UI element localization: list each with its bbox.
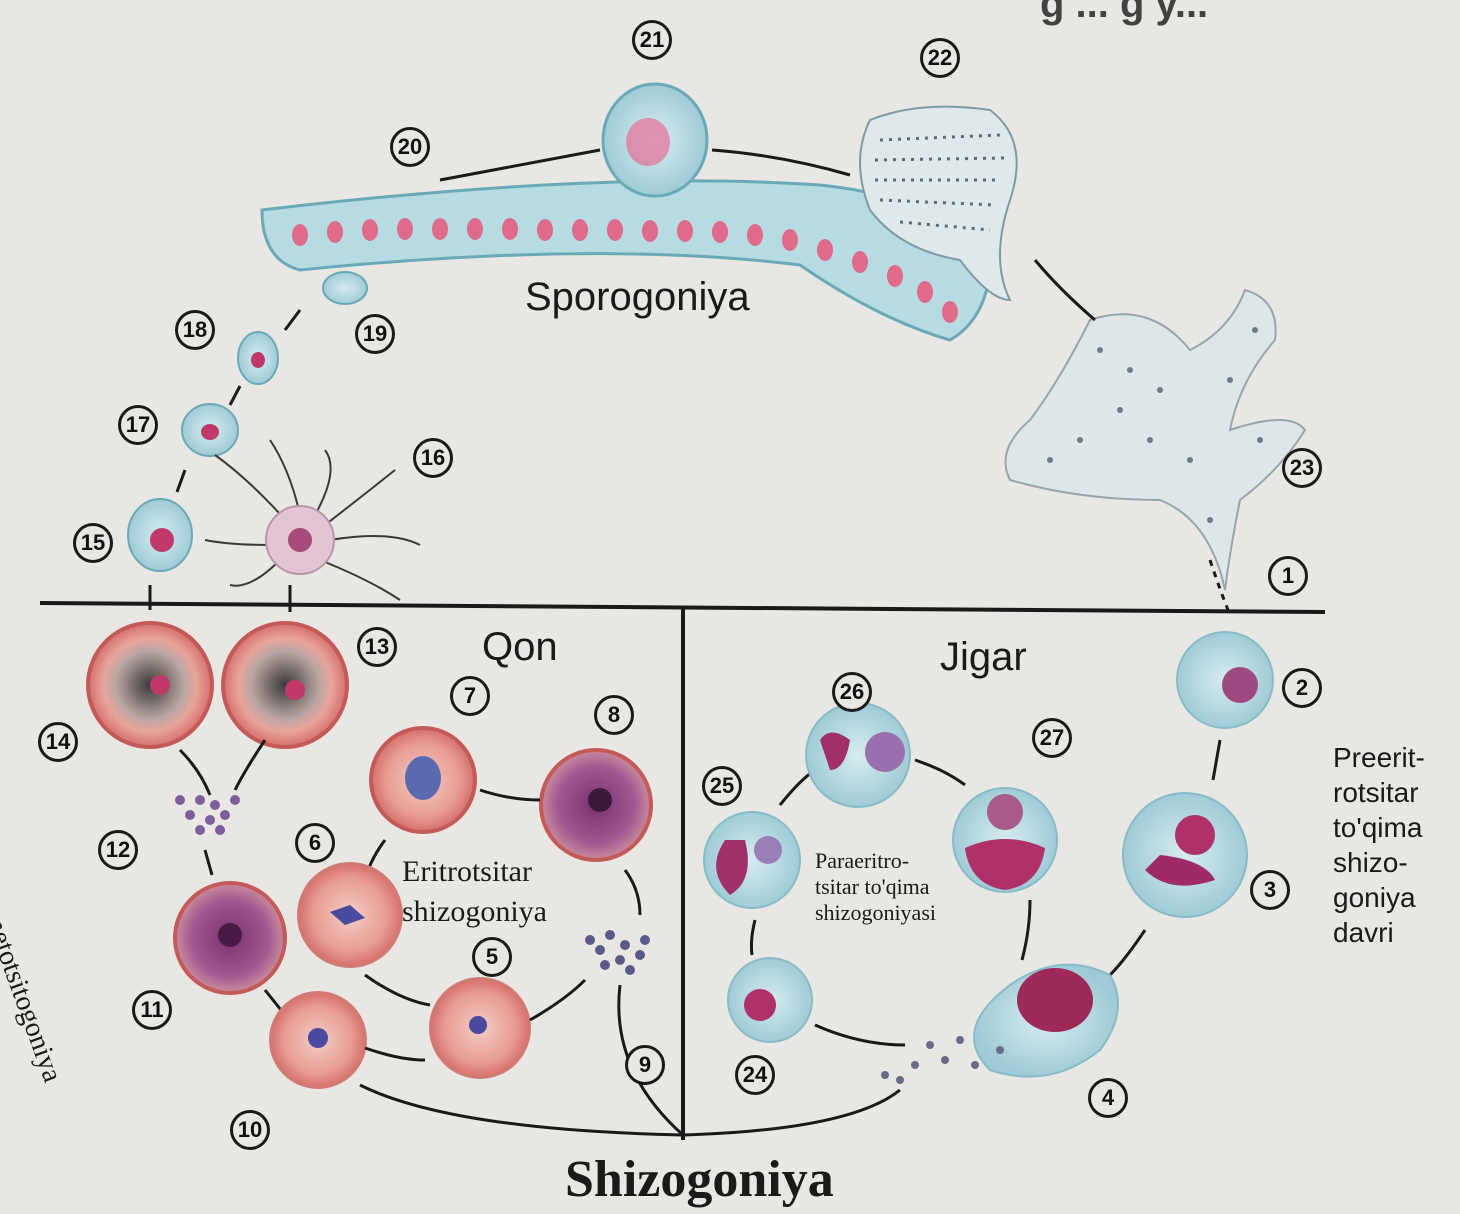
merozoites-12 bbox=[175, 795, 240, 835]
stage-number-20: 20 bbox=[390, 127, 430, 167]
stage-number-4: 4 bbox=[1088, 1078, 1128, 1118]
top-partial-heading: g ... g y... bbox=[1040, 0, 1208, 27]
stage-number-6: 6 bbox=[295, 823, 335, 863]
eritrotsitar-line-2: shizogoniya bbox=[402, 892, 547, 932]
stage-number-19: 19 bbox=[355, 314, 395, 354]
stage-number-5: 5 bbox=[472, 937, 512, 977]
qon-label: Qon bbox=[482, 625, 558, 670]
stage-number-25: 25 bbox=[702, 766, 742, 806]
merozoites-9 bbox=[585, 930, 650, 975]
paraeritro-line-1: Paraeritro- bbox=[815, 848, 936, 874]
paraeritro-line-2: tsitar to'qima bbox=[815, 874, 936, 900]
preeritro-line-3: to'qima bbox=[1333, 810, 1425, 845]
eritrotsitar-label: Eritrotsitar shizogoniya bbox=[402, 852, 547, 932]
stage-number-27: 27 bbox=[1032, 718, 1072, 758]
stage-number-9: 9 bbox=[625, 1045, 665, 1085]
stage-number-21: 21 bbox=[632, 20, 672, 60]
preeritro-line-2: rotsitar bbox=[1333, 775, 1425, 810]
preeritro-line-4: shizo- bbox=[1333, 845, 1425, 880]
stage-number-10: 10 bbox=[230, 1110, 270, 1150]
preeritro-label: Preerit- rotsitar to'qima shizo- goniya … bbox=[1333, 740, 1425, 950]
stage-number-8: 8 bbox=[594, 695, 634, 735]
paraeritro-label: Paraeritro- tsitar to'qima shizogoniyasi bbox=[815, 848, 936, 926]
stage-number-12: 12 bbox=[98, 830, 138, 870]
sporogoniya-label: Sporogoniya bbox=[525, 275, 750, 320]
stage-number-3: 3 bbox=[1250, 870, 1290, 910]
paraeritro-line-3: shizogoniyasi bbox=[815, 900, 936, 926]
eritrotsitar-line-1: Eritrotsitar bbox=[402, 852, 547, 892]
shizogoniya-title: Shizogoniya bbox=[565, 1150, 834, 1209]
stage-number-24: 24 bbox=[735, 1055, 775, 1095]
stage-number-1: 1 bbox=[1268, 556, 1308, 596]
stage-number-26: 26 bbox=[832, 672, 872, 712]
stage-number-17: 17 bbox=[118, 405, 158, 445]
stage-number-15: 15 bbox=[73, 523, 113, 563]
preeritro-line-5: goniya bbox=[1333, 880, 1425, 915]
preeritro-line-1: Preerit- bbox=[1333, 740, 1425, 775]
stage-number-13: 13 bbox=[357, 627, 397, 667]
stage-number-16: 16 bbox=[413, 438, 453, 478]
stage-number-14: 14 bbox=[38, 722, 78, 762]
microgametocyte-13 bbox=[223, 623, 347, 747]
stage-number-7: 7 bbox=[450, 676, 490, 716]
stage-number-2: 2 bbox=[1282, 668, 1322, 708]
stage-number-23: 23 bbox=[1282, 448, 1322, 488]
stage-number-22: 22 bbox=[920, 38, 960, 78]
hepatocyte-3 bbox=[1123, 793, 1247, 917]
jigar-label: Jigar bbox=[940, 635, 1027, 680]
preeritro-line-6: davri bbox=[1333, 915, 1425, 950]
stage-number-11: 11 bbox=[132, 990, 172, 1030]
stage-number-18: 18 bbox=[175, 310, 215, 350]
